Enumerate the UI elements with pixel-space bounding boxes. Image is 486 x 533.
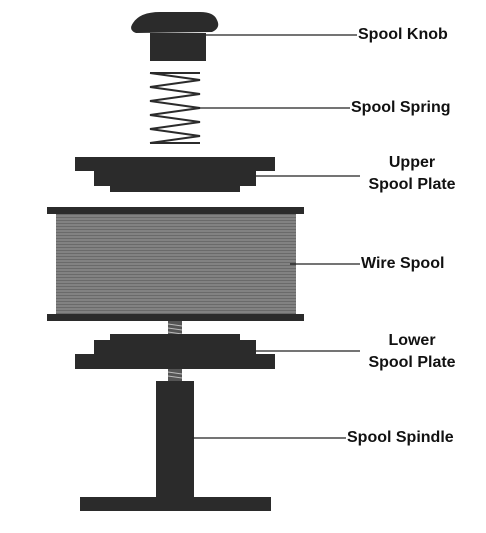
label-upper-spool-plate-line2: Spool Plate (368, 176, 456, 193)
spool-knob-part (131, 12, 219, 61)
wire-spool-part (47, 207, 304, 321)
label-lower-spool-plate-line1: Lower (388, 332, 436, 349)
label-upper-spool-plate-line1: Upper (388, 154, 436, 171)
label-lower-spool-plate: Lower Spool Plate (358, 330, 466, 374)
threaded-stud-upper (167, 321, 183, 335)
label-spool-spring: Spool Spring (351, 99, 451, 116)
label-upper-spool-plate: Upper Spool Plate (358, 152, 466, 196)
threaded-stud-lower (167, 369, 183, 381)
lower-spool-plate-part (75, 334, 275, 369)
upper-spool-plate-part (75, 157, 275, 192)
spool-spring-part (149, 72, 201, 144)
label-spool-knob: Spool Knob (358, 26, 448, 43)
label-lower-spool-plate-line2: Spool Plate (368, 354, 456, 371)
spool-spindle-part (80, 381, 271, 511)
leader-lines (192, 34, 360, 439)
label-wire-spool: Wire Spool (361, 255, 445, 272)
wire-windings (56, 215, 296, 313)
label-spool-spindle: Spool Spindle (347, 429, 454, 446)
